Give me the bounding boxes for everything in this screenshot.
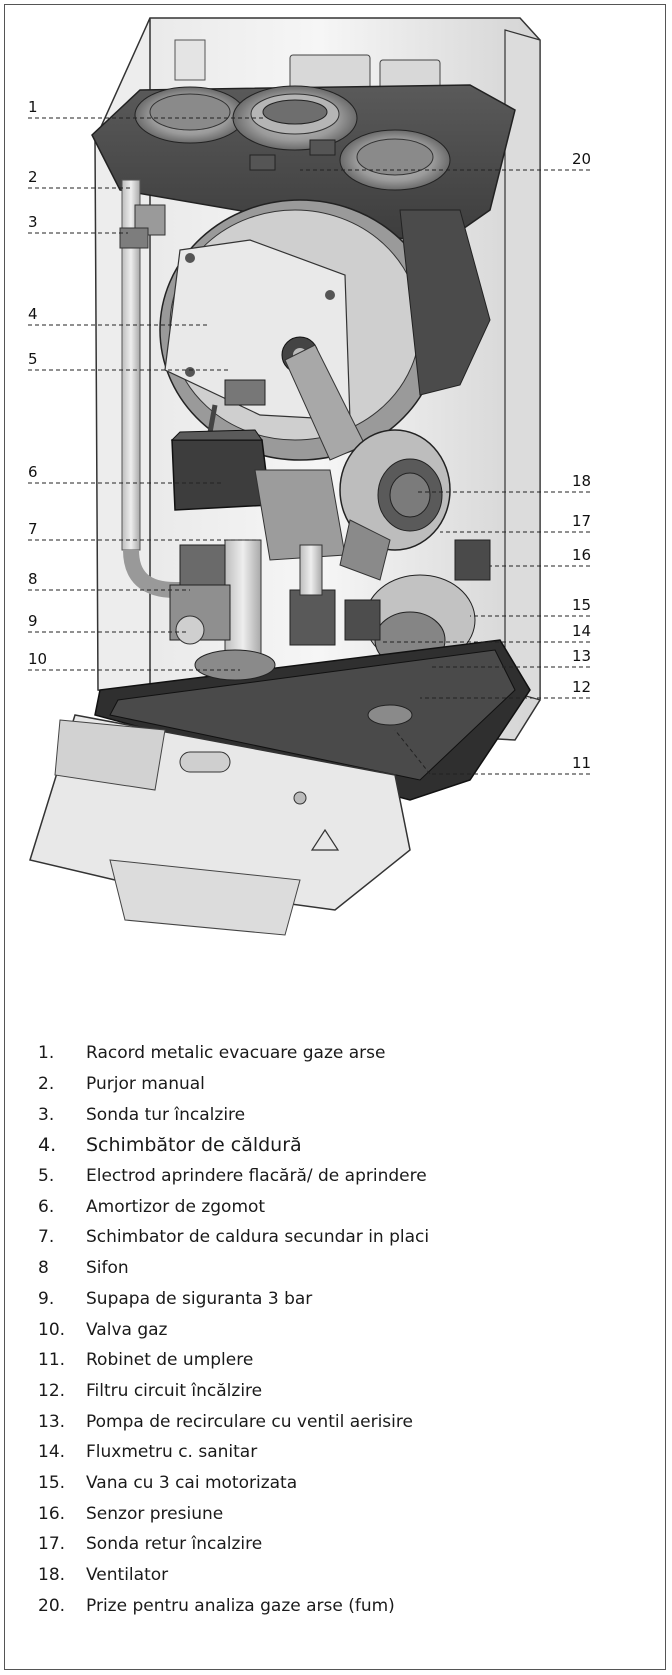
heat-exchanger — [159, 199, 491, 461]
legend-text: Amortizor de zgomot — [86, 1196, 266, 1217]
callout-14: 14 — [572, 622, 592, 640]
legend-number: 10. — [38, 1319, 66, 1340]
callout-17: 17 — [572, 512, 592, 530]
callout-2: 2 — [28, 168, 38, 186]
legend-number: 6. — [38, 1196, 55, 1217]
legend-item-16: 16. Senzor presiune — [38, 1498, 648, 1529]
legend-number: 3. — [38, 1104, 55, 1125]
legend-number: 2. — [38, 1074, 55, 1095]
legend: 1. Racord metalic evacuare gaze arse 2. Pu… — [38, 1038, 648, 1621]
callout-8: 8 — [28, 570, 38, 588]
legend-text: Valva gaz — [86, 1319, 168, 1340]
legend-number: 8 — [38, 1258, 49, 1279]
leader-lines — [28, 117, 590, 775]
legend-number: 16. — [38, 1503, 66, 1524]
legend-item-18: 18. Ventilator — [38, 1560, 648, 1591]
legend-text: Pompa de recirculare cu ventil aerisire — [86, 1411, 413, 1432]
legend-item-6: 6. Amortizor de zgomot — [38, 1191, 648, 1222]
boiler-diagram — [28, 17, 590, 936]
callout-15: 15 — [572, 596, 592, 614]
legend-number: 17. — [38, 1534, 66, 1555]
legend-item-12: 12. Filtru circuit încălzire — [38, 1376, 648, 1407]
legend-number: 11. — [38, 1350, 66, 1371]
flue-plate — [91, 84, 516, 246]
legend-item-4: 4. Schimbător de căldură — [38, 1130, 648, 1161]
legend-text: Sonda tur încalzire — [86, 1104, 246, 1125]
callout-20: 20 — [572, 150, 592, 168]
bottom-tray — [94, 639, 531, 801]
legend-item-2: 2. Purjor manual — [38, 1069, 648, 1100]
legend-text: Prize pentru analiza gaze arse (fum) — [86, 1595, 395, 1616]
legend-item-17: 17. Sonda retur încalzire — [38, 1529, 648, 1560]
legend-item-1: 1. Racord metalic evacuare gaze arse — [38, 1038, 648, 1069]
legend-number: 20. — [38, 1595, 66, 1616]
legend-text: Senzor presiune — [86, 1503, 224, 1524]
legend-number: 15. — [38, 1472, 66, 1493]
legend-item-14: 14. Fluxmetru c. sanitar — [38, 1437, 648, 1468]
legend-number: 14. — [38, 1442, 66, 1463]
control-panel — [29, 714, 411, 936]
legend-number: 12. — [38, 1380, 66, 1401]
legend-text: Schimbător de căldură — [86, 1134, 302, 1157]
legend-item-9: 9. Supapa de siguranta 3 bar — [38, 1284, 648, 1315]
legend-item-15: 15. Vana cu 3 cai motorizata — [38, 1468, 648, 1499]
legend-item-20: 20. Prize pentru analiza gaze arse (fum) — [38, 1590, 648, 1621]
callout-6: 6 — [28, 463, 38, 481]
callout-4: 4 — [28, 305, 38, 323]
legend-item-3: 3. Sonda tur încalzire — [38, 1099, 648, 1130]
legend-item-13: 13. Pompa de recirculare cu ventil aerisi… — [38, 1406, 648, 1437]
legend-number: 7. — [38, 1227, 55, 1248]
callout-10: 10 — [28, 650, 48, 668]
legend-number: 18. — [38, 1565, 66, 1586]
legend-number: 1. — [38, 1043, 55, 1064]
legend-number: 4. — [38, 1134, 57, 1157]
legend-text: Purjor manual — [86, 1074, 205, 1095]
legend-item-10: 10. Valva gaz — [38, 1314, 648, 1345]
legend-text: Sifon — [86, 1258, 129, 1279]
legend-text: Filtru circuit încălzire — [86, 1380, 263, 1401]
callout-12: 12 — [572, 678, 592, 696]
legend-text: Sonda retur încalzire — [86, 1534, 263, 1555]
legend-number: 9. — [38, 1288, 55, 1309]
callout-1: 1 — [28, 98, 38, 116]
legend-text: Racord metalic evacuare gaze arse — [86, 1043, 386, 1064]
legend-number: 13. — [38, 1411, 66, 1432]
legend-text: Robinet de umplere — [86, 1350, 254, 1371]
legend-number: 5. — [38, 1166, 55, 1187]
page-frame — [4, 4, 666, 1670]
callout-7: 7 — [28, 520, 38, 538]
legend-item-8: 8 Sifon — [38, 1253, 648, 1284]
callout-13: 13 — [572, 647, 592, 665]
silencer — [170, 429, 271, 511]
legend-text: Fluxmetru c. sanitar — [86, 1442, 258, 1463]
callout-5: 5 — [28, 350, 38, 368]
legend-text: Supapa de siguranta 3 bar — [86, 1288, 313, 1309]
callout-3: 3 — [28, 213, 38, 231]
legend-item-7: 7. Schimbator de caldura secundar in plac… — [38, 1222, 648, 1253]
legend-text: Vana cu 3 cai motorizata — [86, 1472, 298, 1493]
legend-item-5: 5. Electrod aprindere flacără/ de aprinde… — [38, 1161, 648, 1192]
fan — [254, 429, 451, 581]
callout-9: 9 — [28, 612, 38, 630]
legend-text: Electrod aprindere flacără/ de aprindere — [86, 1166, 427, 1187]
callout-11: 11 — [572, 754, 592, 772]
legend-text: Schimbator de caldura secundar in placi — [86, 1227, 430, 1248]
legend-item-11: 11. Robinet de umplere — [38, 1345, 648, 1376]
legend-text: Ventilator — [86, 1565, 169, 1586]
callout-16: 16 — [572, 546, 592, 564]
callout-18: 18 — [572, 472, 592, 490]
